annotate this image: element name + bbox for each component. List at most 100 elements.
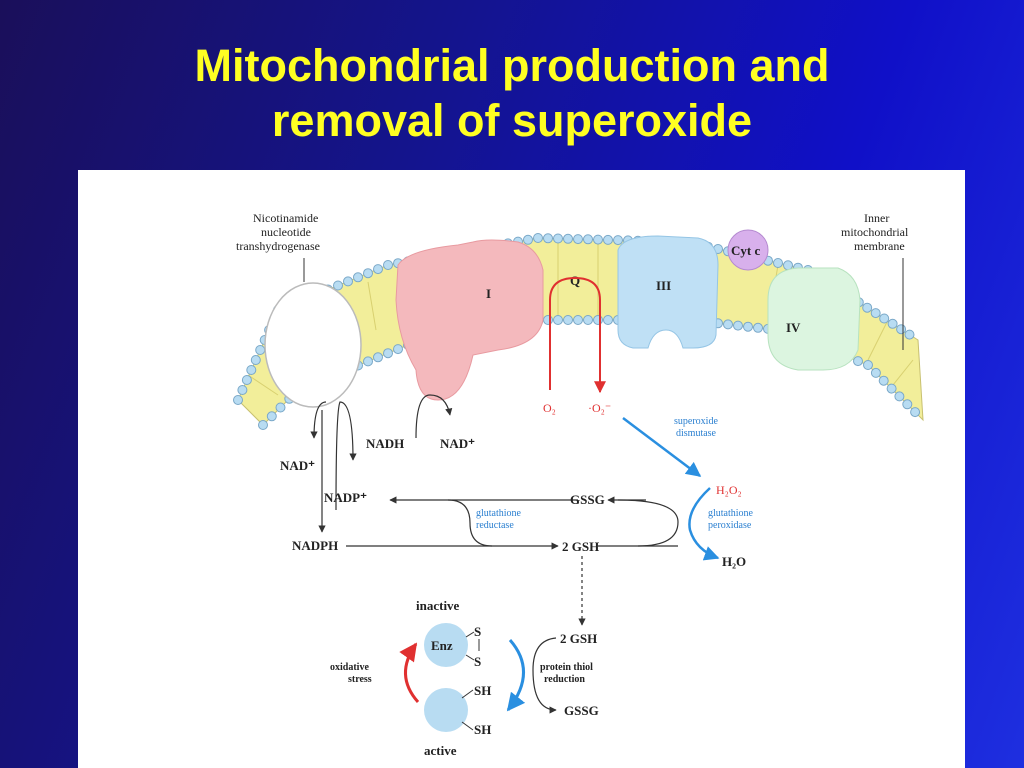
- o2-label: O₂: [543, 401, 556, 415]
- transhydrogenase-protein: [264, 282, 362, 408]
- lipid-head: [723, 319, 733, 330]
- lipid-head: [258, 420, 268, 430]
- lipid-head: [241, 375, 252, 385]
- nad-left-label: NAD⁺: [280, 458, 315, 473]
- lipid-head: [573, 315, 583, 325]
- lipid-head: [363, 356, 373, 367]
- transhydrogenase-label: Nicotinamide nucleotide transhydrogenase: [236, 211, 320, 253]
- superoxide-label: ·O₂⁻: [588, 401, 611, 415]
- lipid-head: [275, 402, 286, 413]
- lipid-head: [743, 321, 753, 332]
- lipid-head: [603, 234, 613, 245]
- lipid-head: [593, 234, 603, 245]
- gr-label-2: reductase: [476, 520, 514, 531]
- lipid-head: [583, 315, 593, 325]
- lipid-head: [266, 411, 277, 422]
- complex-iii-label: III: [656, 278, 671, 293]
- lipid-head: [543, 315, 553, 325]
- slide-title-line-2: removal of superoxide: [271, 95, 753, 146]
- svg-text:transhydrogenase: transhydrogenase: [236, 239, 320, 253]
- gssg-top-label: GSSG: [570, 492, 605, 507]
- nadp-label: NADP⁺: [324, 490, 367, 505]
- lipid-head: [533, 233, 543, 243]
- enz-label: Enz: [431, 638, 453, 653]
- cytc-label: Cyt c: [731, 243, 760, 258]
- lipid-head: [393, 344, 403, 355]
- lipid-head: [593, 315, 603, 325]
- q-label: Q: [570, 273, 580, 288]
- lipid-head: [373, 264, 383, 275]
- lipid-head: [246, 365, 257, 375]
- gsh-bottom-label: 2 GSH: [560, 631, 597, 646]
- protein-thiol-arrow: [506, 639, 526, 712]
- lipid-head: [870, 367, 881, 378]
- lipid-head: [563, 315, 573, 325]
- lipid-head: [563, 233, 573, 244]
- ptr-label-1: protein thiol: [540, 662, 593, 673]
- lipid-head: [902, 399, 913, 410]
- lipid-head: [250, 355, 261, 365]
- lipid-head: [886, 383, 897, 394]
- lipid-head: [603, 315, 613, 325]
- diagram-svg: I III Cyt c IV Q O₂ ·O₂⁻ Nicotinamide nu…: [233, 211, 924, 758]
- svg-text:membrane: membrane: [854, 239, 905, 253]
- svg-text:Inner: Inner: [864, 211, 889, 225]
- lipid-head: [583, 234, 593, 245]
- enzyme-inactive: [424, 623, 468, 667]
- lipid-head: [523, 234, 533, 245]
- nadph-label: NADPH: [292, 538, 338, 553]
- enzyme-active: [424, 688, 468, 732]
- svg-text:mitochondrial: mitochondrial: [841, 225, 909, 239]
- h2o2-label: H₂O₂: [716, 483, 742, 497]
- svg-text:Nicotinamide: Nicotinamide: [253, 211, 318, 225]
- complex-i-label: I: [486, 286, 491, 301]
- lipid-head: [887, 318, 898, 329]
- lipid-head: [862, 302, 873, 313]
- inactive-label: inactive: [416, 598, 460, 613]
- nadh-label: NADH: [366, 436, 404, 451]
- cytochrome-c: [727, 229, 769, 271]
- lipid-head: [543, 233, 553, 244]
- h2o-label: H₂O: [722, 554, 746, 569]
- lipid-head: [753, 322, 763, 333]
- slide-title: Mitochondrial production and removal of …: [0, 38, 1024, 148]
- lipid-head: [863, 360, 873, 370]
- lipid-head: [870, 308, 881, 319]
- lipid-head: [773, 258, 783, 268]
- s-top-label: S: [474, 624, 481, 639]
- inner-membrane-label: Inner mitochondrial membrane: [841, 211, 909, 253]
- slide-title-line-1: Mitochondrial production and: [194, 40, 830, 91]
- lipid-head: [237, 385, 248, 395]
- sod-label-2: dismutase: [676, 428, 717, 439]
- lipid-head: [910, 407, 921, 418]
- lipid-head: [553, 315, 563, 325]
- lipid-head: [333, 280, 343, 291]
- lipid-head: [353, 272, 363, 283]
- lipid-head: [879, 313, 890, 324]
- complex-iv: [767, 267, 861, 371]
- gr-label-1: glutathione: [476, 508, 522, 519]
- diagram-figure: I III Cyt c IV Q O₂ ·O₂⁻ Nicotinamide nu…: [78, 170, 965, 768]
- oxidative-stress-arrow: [399, 642, 420, 703]
- lipid-head: [613, 235, 623, 246]
- sh-top-label: SH: [474, 683, 491, 698]
- complex-iv-label: IV: [786, 320, 801, 335]
- lipid-head: [383, 348, 393, 359]
- lipid-head: [383, 260, 393, 270]
- lipid-head: [553, 233, 563, 244]
- sod-label-1: superoxide: [674, 416, 718, 427]
- lipid-head: [255, 345, 266, 355]
- superoxide-arrow: [549, 276, 606, 394]
- sh-bottom-label: SH: [474, 722, 491, 737]
- lipid-head: [733, 320, 743, 331]
- lipid-head: [233, 395, 243, 405]
- lipid-head: [878, 375, 889, 386]
- s-bottom-label: S: [474, 654, 481, 669]
- nad-right-label: NAD⁺: [440, 436, 475, 451]
- ox-label-1: oxidative: [330, 662, 369, 673]
- active-label: active: [424, 743, 457, 758]
- complex-i: [395, 239, 544, 401]
- gssg-bottom-label: GSSG: [564, 703, 599, 718]
- lipid-head: [573, 234, 583, 245]
- lipid-head: [904, 329, 915, 340]
